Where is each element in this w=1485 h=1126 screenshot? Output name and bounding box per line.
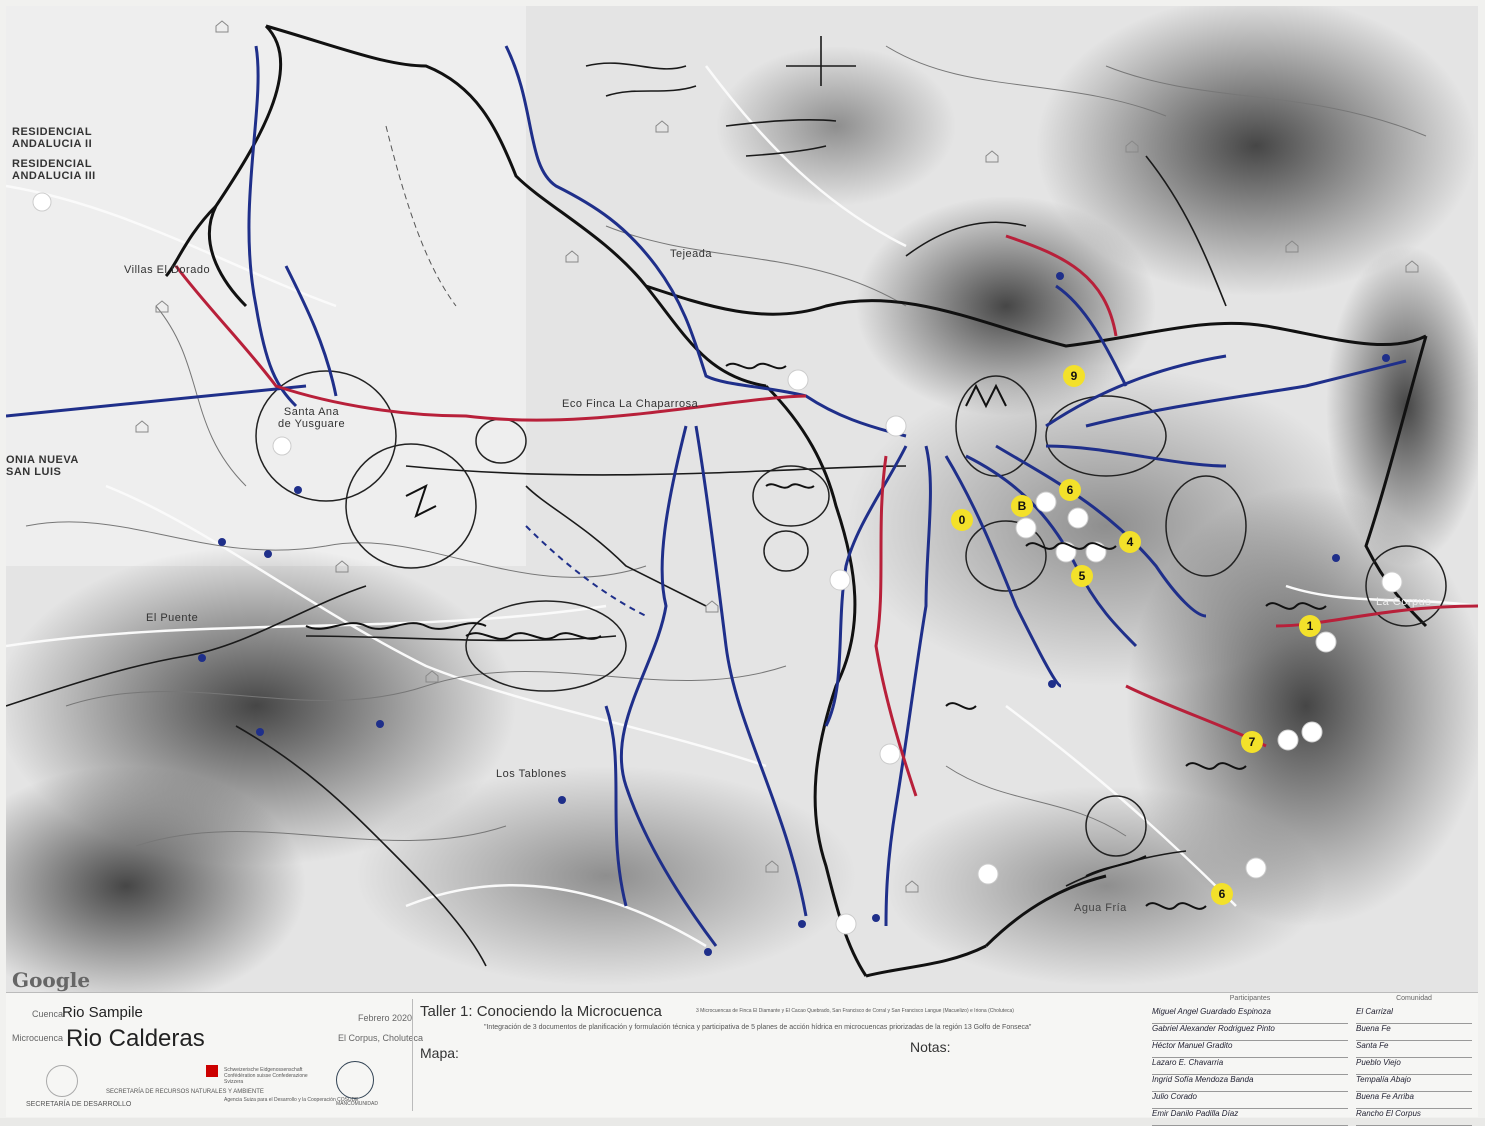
community-list: Comunidad El Carrizal Buena Fe Santa Fe … <box>1356 995 1472 1126</box>
participant-row: Lazaro E. Chavarria <box>1152 1058 1348 1075</box>
house-icons <box>135 20 1419 893</box>
place-los-tablones: Los Tablones <box>496 768 567 780</box>
place-agua-fria: Agua Fría <box>1074 902 1127 914</box>
google-logo: Google <box>12 968 91 992</box>
map-drawing <box>6 6 1478 992</box>
community-header: Comunidad <box>1396 995 1432 1002</box>
location-label: El Corpus, Choluteca <box>338 1033 424 1043</box>
yellow-marker: B <box>1011 495 1033 517</box>
yellow-marker: 1 <box>1299 615 1321 637</box>
place-colonia-nueva-san-luis: ONIA NUEVA SAN LUIS <box>6 454 79 478</box>
place-eco-finca-la-chaparrosa: Eco Finca La Chaparrosa <box>562 398 699 410</box>
community-row: Pueblo Viejo <box>1356 1058 1472 1075</box>
community-row: Buena Fe Arriba <box>1356 1092 1472 1109</box>
microcuenca-label: Microcuenca <box>12 1033 64 1043</box>
participant-row: Julio Corado <box>1152 1092 1348 1109</box>
yellow-marker: 9 <box>1063 365 1085 387</box>
participants-header: Participantes <box>1229 995 1271 1002</box>
participant-row: Ingrid Sofía Mendoza Banda <box>1152 1075 1348 1092</box>
handwritten-notes <box>305 362 1327 910</box>
honduras-logo-text: SECRETARÍA DE DESARROLLO <box>26 1101 132 1108</box>
community-row: Buena Fe <box>1356 1024 1472 1041</box>
place-residencial-andalucia-ii: RESIDENCIAL ANDALUCIA II <box>12 126 93 150</box>
cuenca-label: Cuenca <box>32 1009 64 1019</box>
workshop-title: Taller 1: Conociendo la Microcuenca <box>420 1003 662 1020</box>
yellow-marker: 6 <box>1059 479 1081 501</box>
yellow-marker: 4 <box>1119 531 1141 553</box>
swiss-logo-text: Schweizerische Eidgenossenschaft Confédé… <box>224 1067 308 1085</box>
divider-1 <box>412 999 413 1111</box>
rivers <box>6 45 1407 947</box>
yellow-marker: 7 <box>1241 731 1263 753</box>
workshop-subtitle: "Integración de 3 documentos de planific… <box>484 1024 1032 1031</box>
participant-row: Héctor Manuel Gradito <box>1152 1041 1348 1058</box>
place-villas-el-dorado: Villas El Dorado <box>124 264 211 276</box>
date-label: Febrero 2020 <box>358 1013 413 1023</box>
cuenca-value: Rio Sampile <box>62 1004 143 1021</box>
river-source-dots <box>198 272 1390 956</box>
place-santa-ana-de-yusguare: Santa Ana de Yusguare <box>278 406 346 430</box>
mancomunidad-logo-text: MANCOMUNIDAD <box>336 1101 378 1107</box>
mapa-label: Mapa: <box>420 1045 459 1061</box>
hand-drawn-black <box>6 36 1227 967</box>
yellow-marker: 0 <box>951 509 973 531</box>
map-footer: Cuenca Rio Sampile Microcuenca Rio Calde… <box>6 992 1478 1126</box>
contour-lines <box>25 45 1427 847</box>
yellow-marker: 6 <box>1211 883 1233 905</box>
participants-list: Participantes Miguel Angel Guardado Espi… <box>1152 995 1348 1126</box>
community-row: Tempalía Abajo <box>1356 1075 1472 1092</box>
mancomunidad-logo-icon <box>336 1061 374 1099</box>
participant-row: Gabriel Alexander Rodriguez Pinto <box>1152 1024 1348 1041</box>
notas-label: Notas: <box>910 1039 951 1055</box>
place-la-corpus: La Corpus <box>1376 596 1432 608</box>
swiss-flag-icon <box>206 1065 218 1077</box>
place-el-puente: El Puente <box>146 612 199 624</box>
community-row: El Carrizal <box>1356 1007 1472 1024</box>
workshop-detail: 3 Microcuencas de Finca El Diamante y El… <box>696 1008 1014 1014</box>
main-road <box>174 234 1478 797</box>
cosude-logo-text: Agencia Suiza para el Desarrollo y la Co… <box>224 1097 359 1103</box>
honduras-seal-icon <box>46 1065 78 1097</box>
yellow-marker: 5 <box>1071 565 1093 587</box>
community-row: Santa Fe <box>1356 1041 1472 1058</box>
participant-row: Miguel Angel Guardado Espinoza <box>1152 1007 1348 1024</box>
place-residencial-andalucia-iii: RESIDENCIAL ANDALUCIA III <box>12 158 96 182</box>
dashed-boundary <box>385 125 457 307</box>
ministry-logo-text: SECRETARÍA DE RECURSOS NATURALES Y AMBIE… <box>106 1089 264 1095</box>
terrain-shading <box>6 6 1478 992</box>
place-la-tejeada: Tejeada <box>670 248 713 260</box>
microcuenca-value: Rio Calderas <box>66 1025 205 1052</box>
